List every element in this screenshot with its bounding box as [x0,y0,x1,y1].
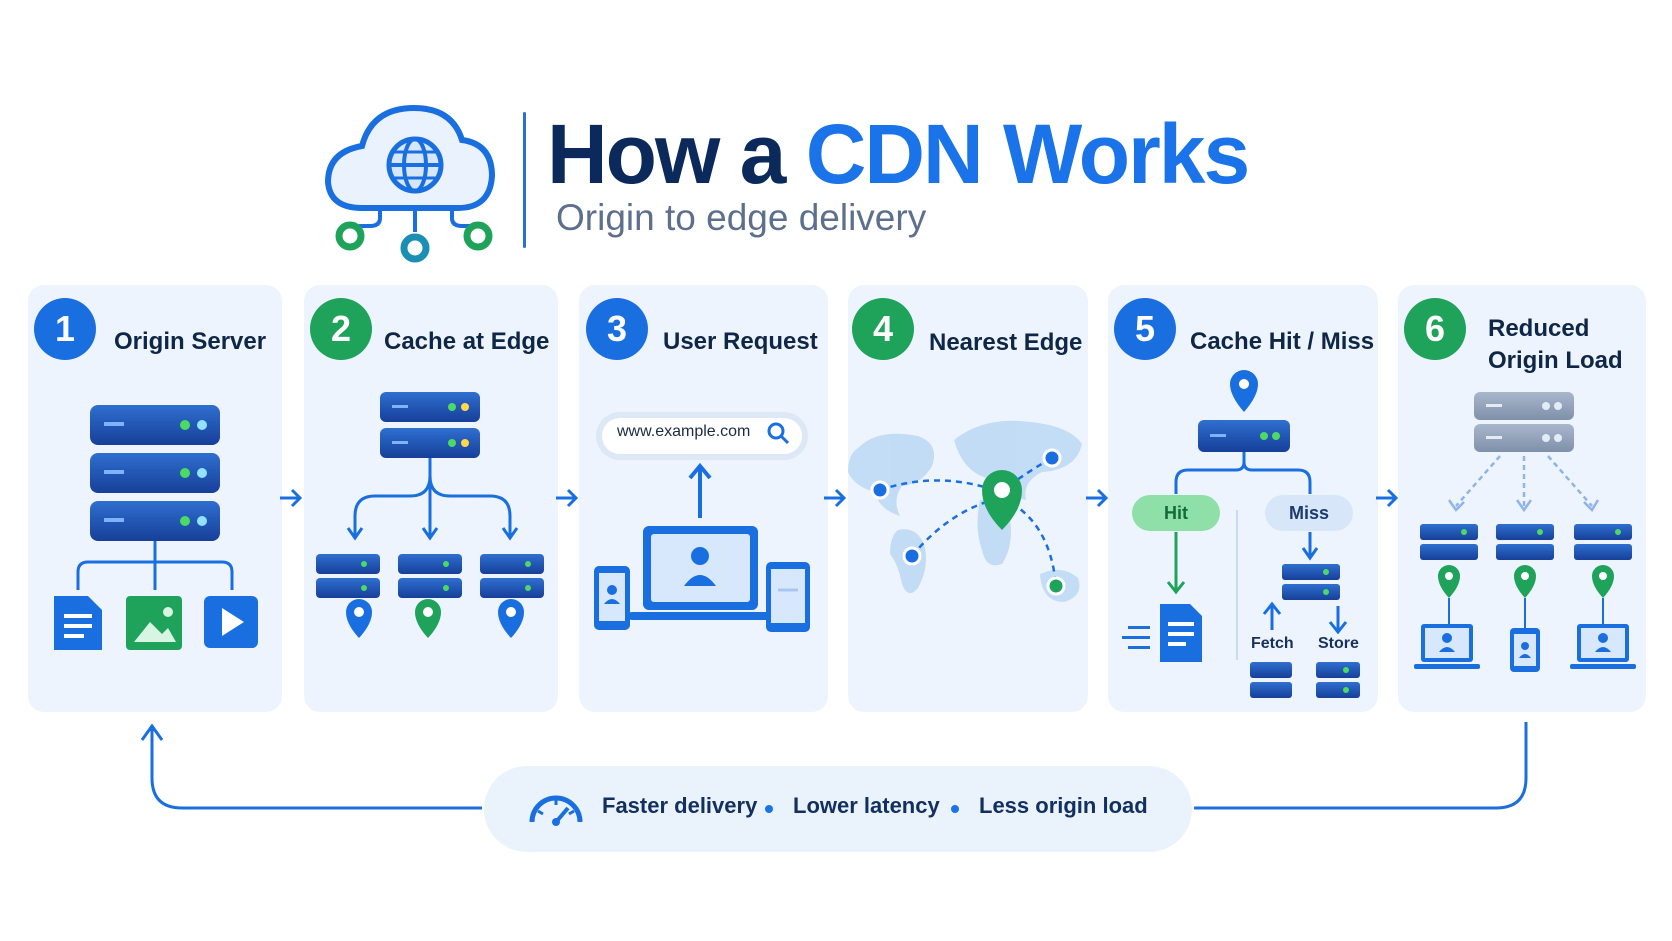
fetch-label: Fetch [1251,635,1294,652]
benefits-banner [484,766,1192,852]
page-title: How a CDN Works [547,112,1250,196]
step-3-badge: 3 [586,298,648,360]
cache-hit-pill: Hit [1132,495,1220,531]
step-6-badge: 6 [1404,298,1466,360]
benefit-bullet [765,805,773,813]
benefit-bullet [951,805,959,813]
step-3-label: User Request [663,328,818,355]
benefit-lower-latency: Lower latency [793,793,940,818]
step-4-badge: 4 [852,298,914,360]
step-1-label: Origin Server [114,328,267,355]
step-5-label: Cache Hit / Miss [1190,328,1375,355]
benefit-less-origin-load: Less origin load [979,793,1148,818]
step-2-badge: 2 [310,298,372,360]
step-4-label: Nearest Edge [929,329,1083,356]
benefit-faster-delivery: Faster delivery [602,793,758,818]
step-2-label: Cache at Edge [384,328,550,355]
step-5-badge: 5 [1114,298,1176,360]
step-6-label-line-2: Origin Load [1488,347,1623,374]
title-part-2: CDN Works [805,107,1251,201]
header-divider [523,112,526,248]
page-subtitle: Origin to edge delivery [556,197,927,238]
title-part-1: How a [547,107,786,201]
step-1-badge: 1 [34,298,96,360]
store-label: Store [1318,635,1359,652]
cache-miss-pill: Miss [1265,495,1353,531]
step-6-label-line-1: Reduced [1488,315,1590,342]
url-text: www.example.com [617,423,751,440]
